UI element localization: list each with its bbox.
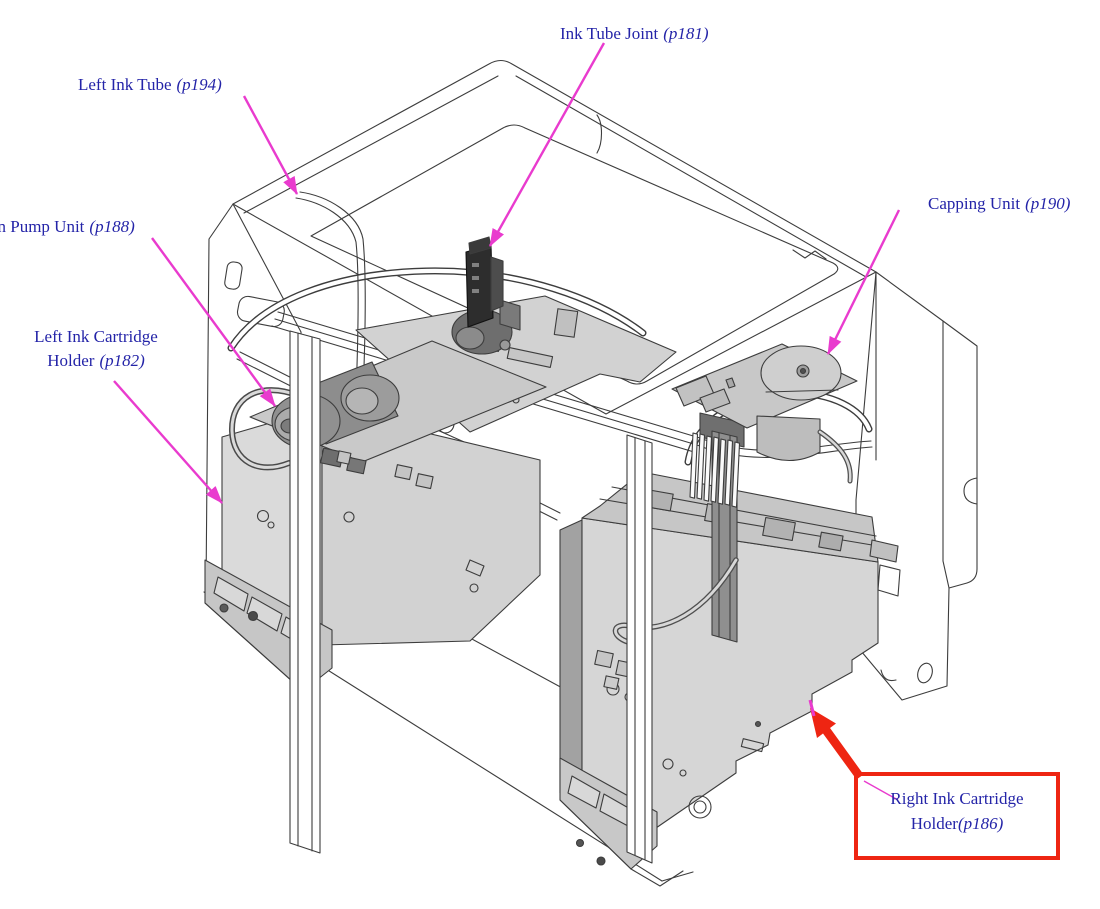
page-ref: (p186) (957, 814, 1004, 833)
label-capping-unit: Capping Unit(p190) (928, 192, 1070, 216)
page-ref: (p188) (89, 217, 135, 236)
page-ref: (p182) (99, 351, 145, 370)
label-left-ink-tube: Left Ink Tube(p194) (78, 73, 222, 97)
left-holder-arrow (113, 380, 223, 504)
label-line2: Holder (47, 351, 95, 370)
page-ref: (p194) (176, 75, 222, 94)
highlight-arrow (808, 699, 899, 801)
right-holder-highlight-box: Right Ink Cartridge Holder(p186) (854, 772, 1060, 860)
page-ref: (p181) (663, 24, 709, 43)
ink-tube-joint (451, 236, 521, 355)
left-frame-column (289, 330, 321, 854)
label-text: on Pump Unit (0, 217, 85, 236)
callout-arrows (113, 42, 901, 504)
left-ink-tube-arrow (242, 95, 299, 195)
left-ink-cartridge-holder (204, 340, 547, 692)
label-line2: Holder (910, 814, 958, 833)
label-text: Ink Tube Joint (560, 24, 659, 43)
label-pump-unit: on Pump Unit(p188) (0, 215, 135, 239)
ink-tube-joint-arrow (488, 42, 606, 247)
label-text: Capping Unit (928, 194, 1021, 213)
capping-unit-arrow (826, 209, 901, 355)
pump-unit-arrow (151, 237, 276, 407)
label-line1: Left Ink Cartridge (34, 327, 158, 346)
label-left-ink-cartridge-holder: Left Ink Cartridge Holder(p182) (8, 325, 184, 373)
page-ref: (p190) (1025, 194, 1071, 213)
capping-unit (671, 343, 858, 508)
right-frame-column (626, 434, 653, 864)
label-line1: Right Ink Cartridge (890, 789, 1024, 808)
label-text: Left Ink Tube (78, 75, 172, 94)
label-ink-tube-joint: Ink Tube Joint(p181) (560, 22, 709, 46)
